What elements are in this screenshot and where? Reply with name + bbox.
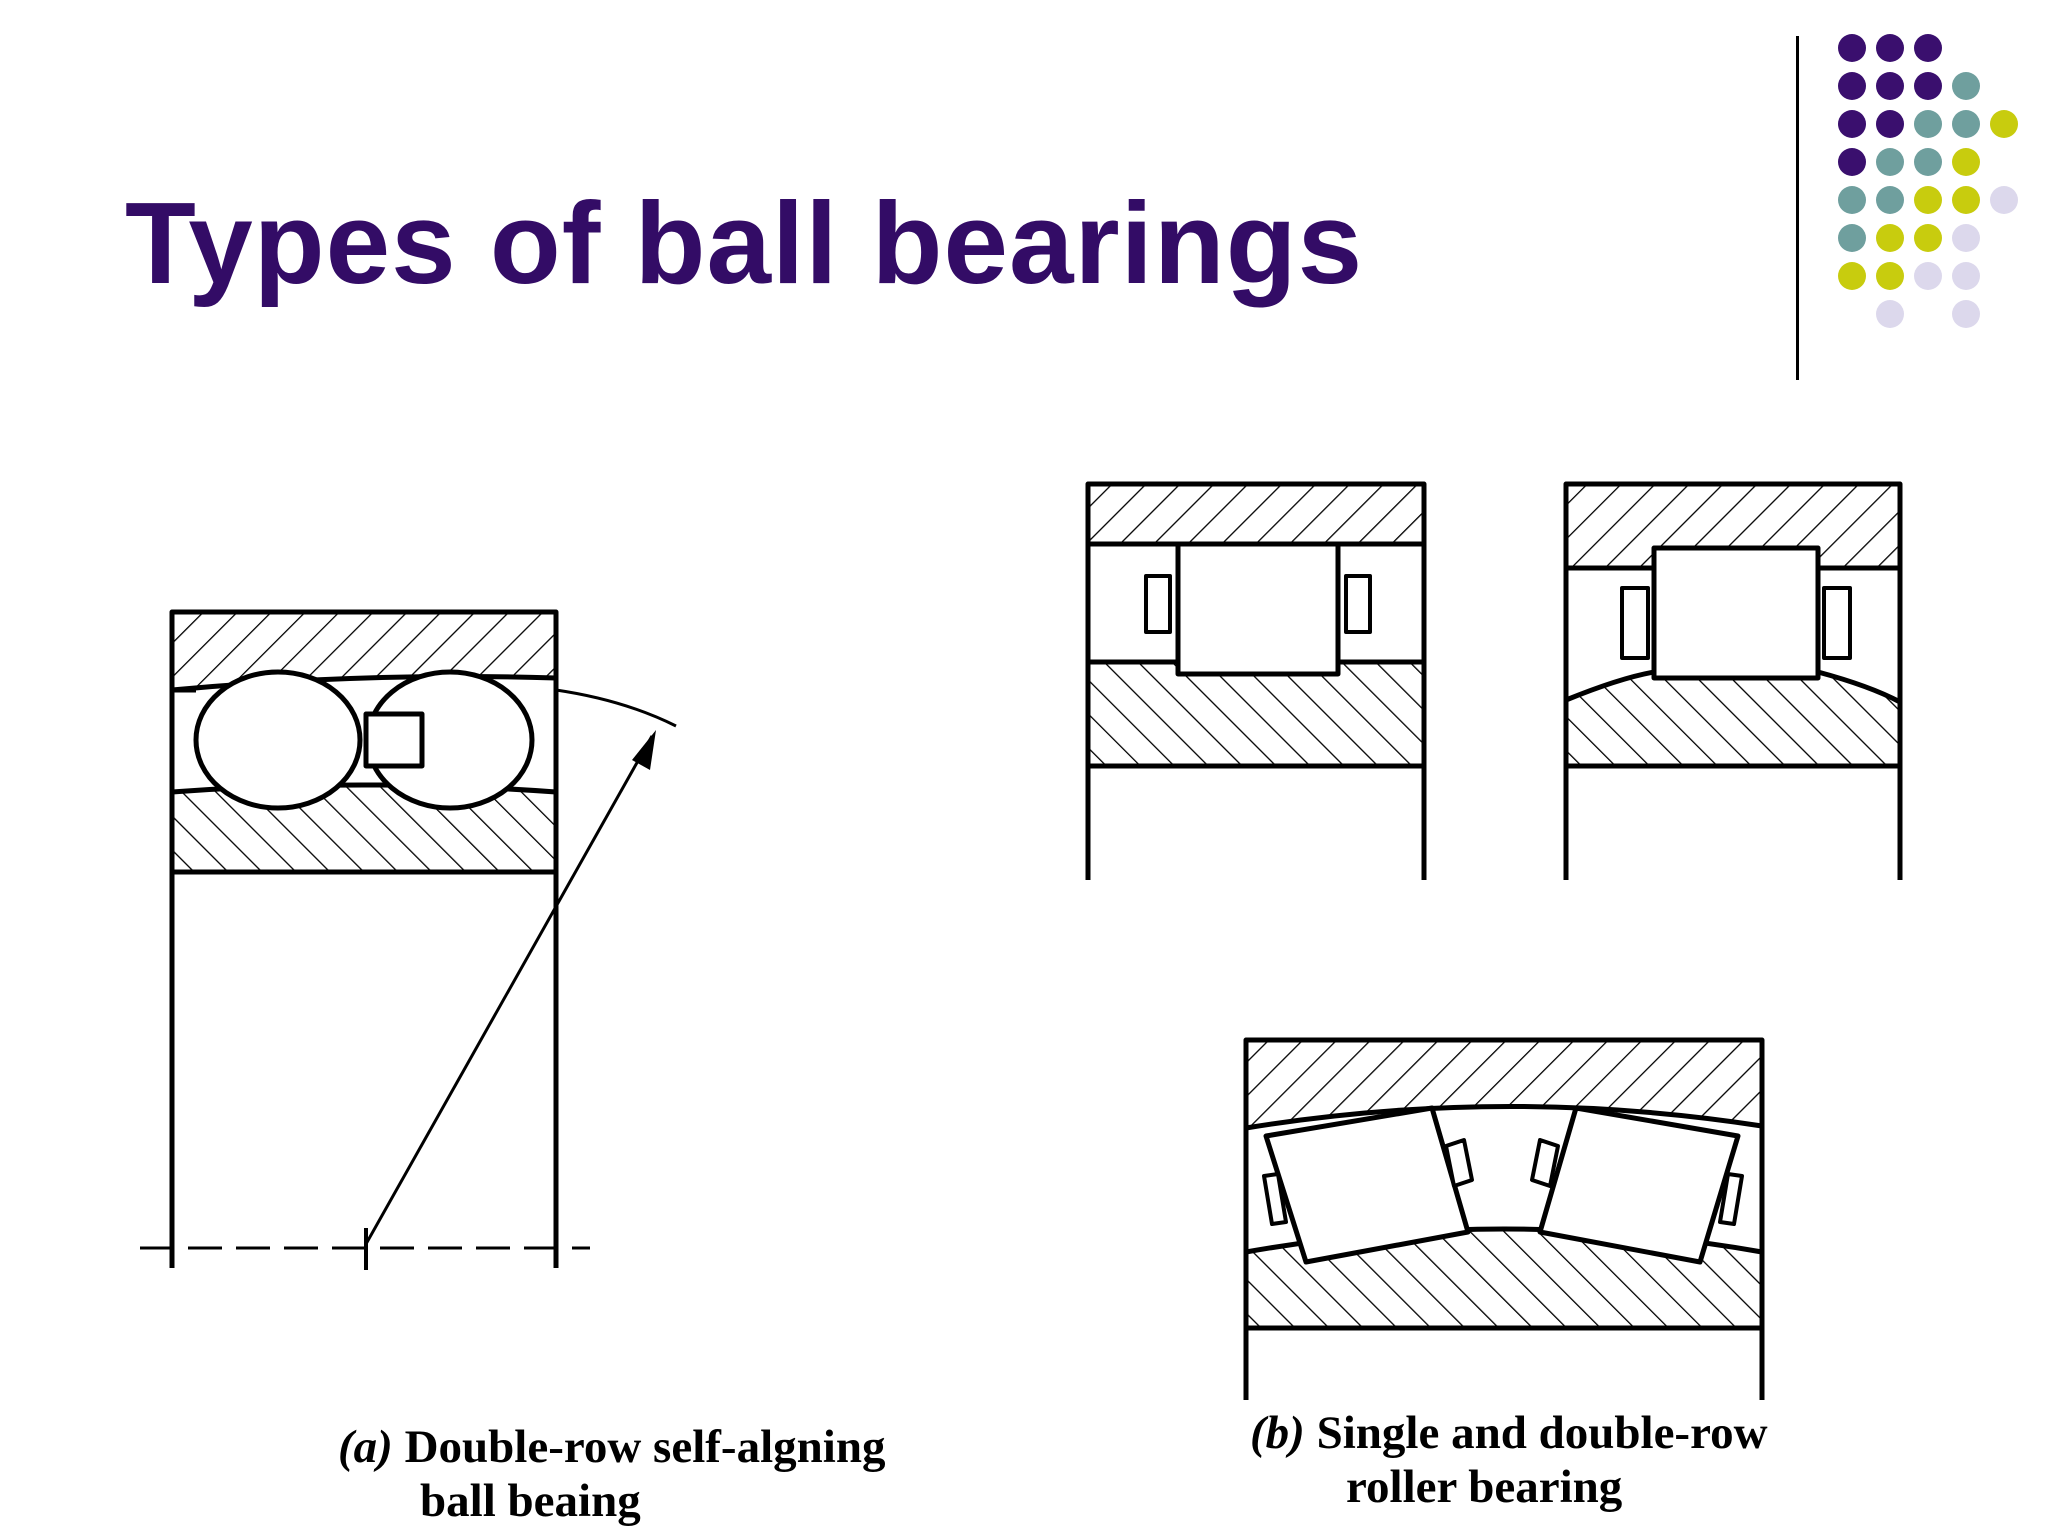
decorative-dot (1876, 34, 1904, 62)
decorative-dot (1914, 186, 1942, 214)
decorative-dot (1876, 186, 1904, 214)
decorative-dot (1838, 148, 1866, 176)
decorative-dot (1838, 72, 1866, 100)
roller-b3-left (1263, 1105, 1471, 1265)
decorative-dot (1914, 148, 1942, 176)
roller-b3-right (1537, 1105, 1741, 1265)
figure-b-double-row (1243, 1037, 1765, 1400)
decorative-dot (1952, 110, 1980, 138)
decorative-dot (1952, 186, 1980, 214)
caption-figure-a: (a) Double-row self-algning ball beaing (338, 1420, 885, 1528)
caption-a-line2: ball beaing (420, 1475, 641, 1528)
decorative-dot (1914, 224, 1942, 252)
caption-b-line2: roller bearing (1346, 1461, 1623, 1514)
inner-ring-a (169, 782, 559, 875)
decorative-dot (1838, 34, 1866, 62)
decorative-dot (1952, 262, 1980, 290)
decorative-dot (1952, 224, 1980, 252)
header-divider (1796, 36, 1799, 380)
decorative-dot (1952, 72, 1980, 100)
decorative-dot (1914, 34, 1942, 62)
decorative-dot (1952, 148, 1980, 176)
outer-ring-a (169, 609, 559, 693)
decorative-dot (1876, 72, 1904, 100)
roller-b2 (1651, 545, 1821, 681)
caption-figure-b: (b) Single and double-row roller bearing (1250, 1406, 1768, 1514)
ball-left (193, 669, 363, 811)
figure-b-single-row-right (1563, 481, 1903, 880)
decorative-dot (1838, 262, 1866, 290)
figure-b-single-row-left (1085, 481, 1427, 880)
decorative-dot (1876, 110, 1904, 138)
decorative-dot (1914, 110, 1942, 138)
outer-ring-b3 (1243, 1037, 1765, 1131)
decorative-dot (1876, 300, 1904, 328)
roller-b1 (1175, 541, 1341, 677)
decorative-dot (1952, 300, 1980, 328)
decorative-dot (1876, 262, 1904, 290)
decorative-dot (1990, 186, 2018, 214)
cage-a (363, 711, 425, 769)
decorative-dot (1838, 110, 1866, 138)
decorative-dot (1914, 72, 1942, 100)
decorative-dot (1876, 148, 1904, 176)
figure-a-ball-bearing (140, 609, 677, 1270)
decorative-dot (1876, 224, 1904, 252)
caption-a-letter: (a) (338, 1421, 393, 1473)
decorative-dot-grid (0, 0, 2048, 340)
slide-title: Types of ball bearings (125, 178, 1364, 308)
decorative-dot (1914, 262, 1942, 290)
caption-b-letter: (b) (1250, 1407, 1305, 1459)
outer-ring-b1 (1085, 481, 1427, 547)
decorative-dot (1838, 186, 1866, 214)
caption-b-line1: Single and double-row (1316, 1407, 1768, 1459)
decorative-dot (1990, 110, 2018, 138)
inner-ring-b1 (1085, 659, 1427, 769)
inner-ring-b2 (1563, 669, 1903, 769)
caption-a-line1: Double-row self-algning (404, 1421, 886, 1473)
decorative-dot (1838, 224, 1866, 252)
